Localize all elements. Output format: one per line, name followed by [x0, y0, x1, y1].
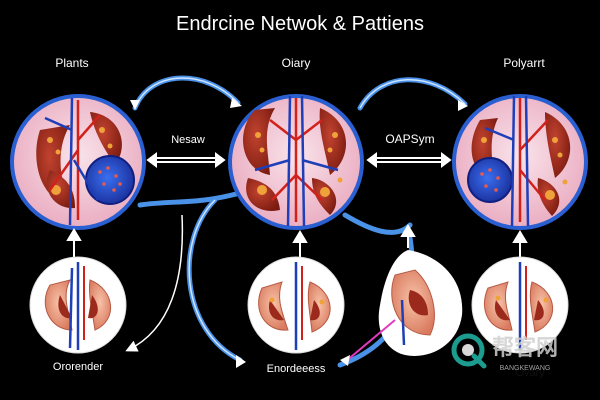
arrow-icon [66, 228, 82, 258]
label-bottom-left: Ororender [53, 361, 103, 373]
connector-thin [125, 214, 184, 352]
watermark-subtext: BANGKEWANG [500, 365, 551, 372]
watermark: 帮客网 BANGKEWANG [451, 333, 558, 372]
label-bottom-center: Enordeeess [267, 363, 326, 375]
arrow-icon [236, 355, 246, 368]
watermark-logo-icon [451, 333, 487, 369]
arrow-icon [512, 230, 528, 258]
label-connector-right: OAPSym [385, 132, 434, 146]
arrow-icon [292, 230, 308, 260]
arrow-icon [458, 100, 468, 111]
label-connector-left: Nesaw [171, 134, 205, 146]
arrow-icon [230, 98, 242, 108]
double-arrow-icon [366, 152, 452, 168]
organ-circle-left [10, 94, 146, 230]
arrow-icon [400, 224, 416, 248]
diagram-title: Endrcine Netwok & Pattiens [176, 13, 424, 35]
connector-curves-inner [134, 77, 466, 361]
arrow-icon [130, 100, 140, 110]
label-bottom-right: Ovary [515, 367, 545, 379]
bottom-circle-right [471, 256, 569, 354]
watermark-text: 帮客网 [492, 335, 558, 361]
label-top-left: Plants [55, 56, 88, 70]
double-arrow-icon [146, 152, 226, 168]
label-top-right: Polyarrt [503, 56, 545, 70]
bottom-circle-left [29, 256, 127, 354]
organ-circle-right [452, 94, 588, 230]
organ-circle-center [228, 94, 364, 230]
label-top-center: Oiary [282, 56, 311, 70]
bottom-circle-center [247, 256, 345, 354]
organ-partial-circle [340, 250, 463, 366]
